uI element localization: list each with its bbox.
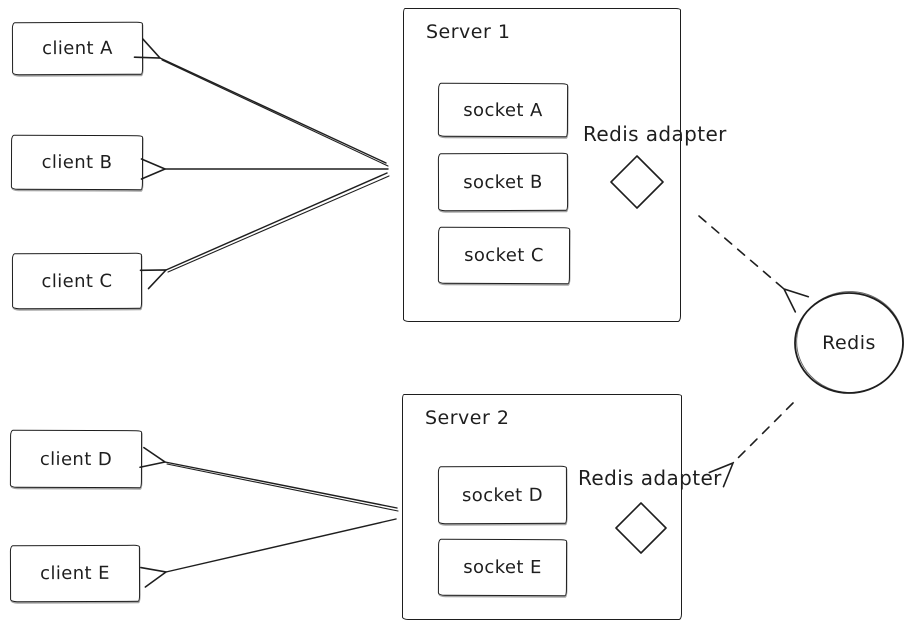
server-1-redis-adapter-label: Redis adapter bbox=[583, 122, 727, 146]
socket-c-box: socket C bbox=[437, 226, 571, 285]
arrow-server2-to-client-e bbox=[166, 518, 397, 572]
client-a-box: client A bbox=[11, 21, 144, 76]
client-b-box: client B bbox=[10, 134, 144, 191]
server-2-label: Server 2 bbox=[425, 407, 510, 429]
client-e-box: client E bbox=[9, 544, 141, 603]
arrow-server2-to-client-d bbox=[165, 462, 399, 512]
socket-d-box: socket D bbox=[437, 465, 568, 525]
dashed-arrow-redis-to-adapter2 bbox=[733, 402, 794, 463]
socket-e-label: socket E bbox=[463, 556, 542, 579]
server-1-box: Server 1 bbox=[403, 8, 681, 322]
server-2-redis-adapter-label: Redis adapter bbox=[578, 466, 722, 490]
socket-b-label: socket B bbox=[463, 171, 543, 193]
dashed-arrow-adapter1-to-redis bbox=[698, 215, 784, 289]
socket-a-label: socket A bbox=[463, 99, 543, 121]
client-c-label: client C bbox=[41, 270, 113, 292]
client-b-label: client B bbox=[41, 151, 113, 174]
client-e-label: client E bbox=[40, 562, 110, 585]
client-c-box: client C bbox=[11, 252, 143, 310]
socket-e-box: socket E bbox=[437, 538, 568, 597]
socket-c-label: socket C bbox=[464, 244, 544, 267]
socket-a-box: socket A bbox=[437, 82, 569, 138]
redis-node-label: Redis bbox=[822, 332, 876, 354]
client-d-box: client D bbox=[9, 429, 143, 489]
client-a-label: client A bbox=[42, 37, 113, 60]
client-d-label: client D bbox=[39, 448, 113, 470]
server-2-box: Server 2 bbox=[402, 394, 682, 620]
arrow-server1-to-client-a bbox=[160, 58, 389, 167]
server-1-label: Server 1 bbox=[426, 21, 511, 43]
arrow-server1-to-client-c bbox=[166, 172, 390, 272]
socket-d-label: socket D bbox=[461, 484, 544, 506]
socket-b-box: socket B bbox=[437, 152, 569, 212]
